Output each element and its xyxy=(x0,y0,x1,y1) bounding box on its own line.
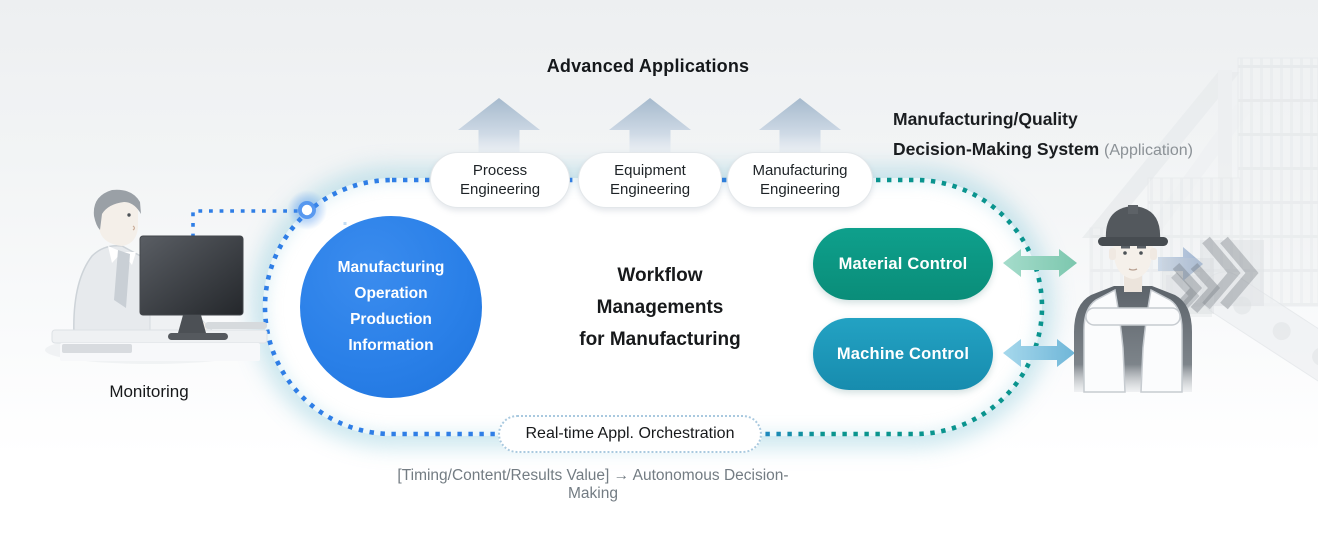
decision-system-line1: Manufacturing/Quality xyxy=(893,109,1078,129)
decision-system-line2: Decision-Making System xyxy=(893,139,1100,159)
mom-information-circle: Manufacturing Operation Production Infor… xyxy=(300,216,482,398)
desk-illustration xyxy=(51,322,268,361)
pill-manufacturing-engineering: Manufacturing Engineering xyxy=(727,152,873,208)
connector-node-icon xyxy=(287,190,327,230)
decision-system-title: Manufacturing/Quality Decision-Making Sy… xyxy=(893,104,1253,166)
monitoring-label: Monitoring xyxy=(109,382,189,401)
pill-process-engineering: Process Engineering xyxy=(430,152,570,208)
worker-illustration xyxy=(1074,205,1192,393)
material-double-arrow-icon xyxy=(1003,249,1077,277)
machinery-backdrop xyxy=(1162,258,1221,314)
right-arrow-icon xyxy=(1158,247,1203,281)
pill-material-control: Material Control xyxy=(813,228,993,300)
machine-double-arrow-icon xyxy=(1003,339,1075,367)
workflow-managements-title: Workflow Managements for Manufacturing xyxy=(579,265,741,350)
up-arrow-icons xyxy=(458,98,841,163)
pill-machine-control: Machine Control xyxy=(813,318,993,390)
pill-equipment-engineering: Equipment Engineering xyxy=(578,152,722,208)
monitor-illustration xyxy=(139,235,244,340)
advanced-applications-heading: Advanced Applications xyxy=(546,56,750,76)
realtime-orchestration-pill: Real-time Appl. Orchestration xyxy=(498,415,762,453)
footer-caption: [Timing/Content/Results Value] → Autonom… xyxy=(397,467,789,502)
decision-system-note: (Application) xyxy=(1104,142,1193,159)
